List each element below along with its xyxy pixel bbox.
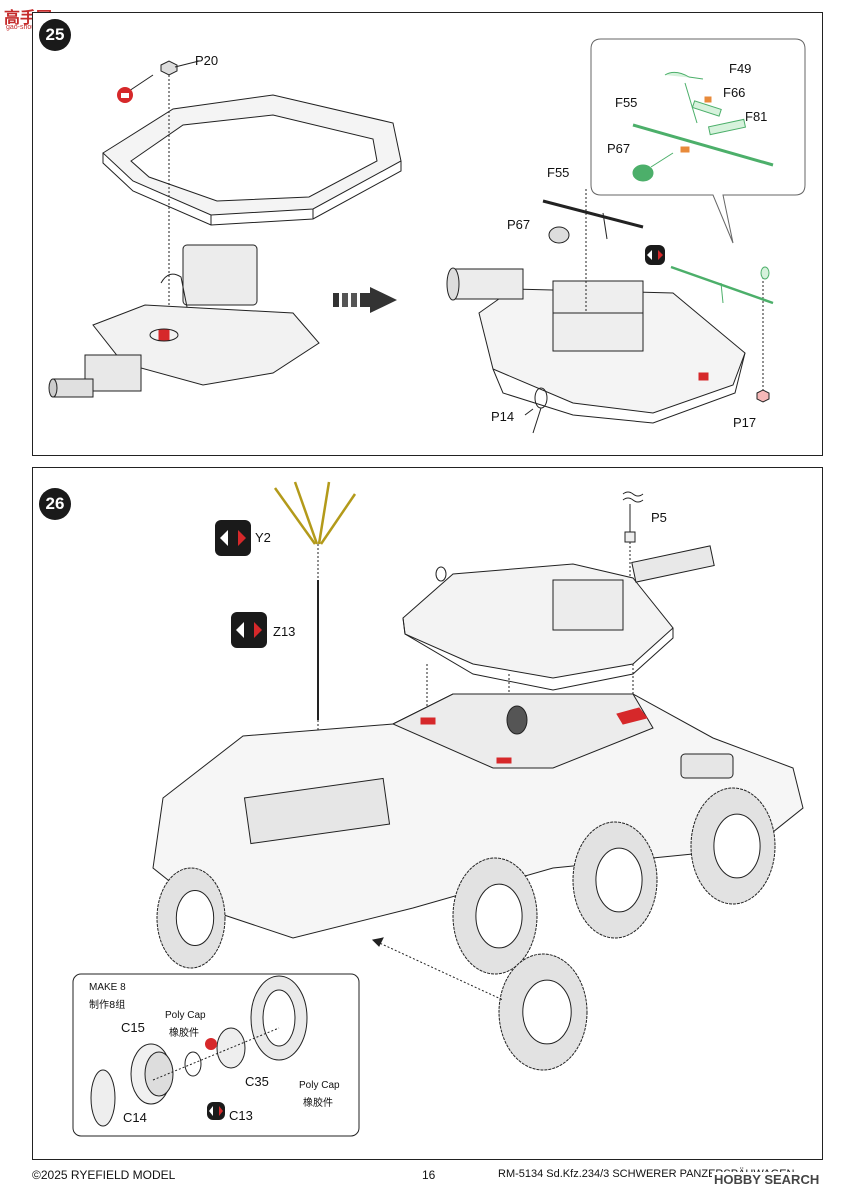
label-polycap-1-cn: 橡胶件: [169, 1028, 199, 1039]
label-p67: P67: [507, 217, 531, 232]
wheel-hub: [595, 847, 643, 913]
label-p14: P14: [491, 409, 515, 424]
label-polycap-2-en: Poly Cap: [299, 1080, 340, 1091]
footer-copyright: ©2025 RYEFIELD MODEL: [32, 1168, 176, 1182]
footer-brand-watermark: HOBBY SEARCH: [712, 1172, 822, 1187]
step-26-drawing: [72, 481, 804, 1137]
label-polycap-2-cn: 橡胶件: [303, 1098, 333, 1109]
wheel-hub: [522, 979, 572, 1045]
label-c15: C15: [121, 1020, 145, 1035]
label-p67-inset: P67: [607, 141, 631, 156]
label-p17: P17: [733, 415, 757, 430]
site-logo-url: gao-shou.com: [6, 24, 51, 31]
position-both-sides-icon: [645, 245, 665, 265]
label-p20: P20: [195, 53, 219, 68]
wheel-hub: [475, 883, 523, 949]
step-number-25: 25: [39, 19, 71, 51]
position-both-sides-icon: [207, 1102, 225, 1120]
step-number-26: 26: [39, 488, 71, 520]
label-y2: Y2: [255, 530, 271, 545]
glue-icon: [205, 1038, 217, 1050]
label-c14: C14: [123, 1110, 147, 1125]
position-both-sides-icon: [215, 520, 251, 556]
label-f81: F81: [745, 109, 768, 124]
wheel-hub: [713, 813, 761, 879]
label-p5: P5: [651, 510, 667, 525]
position-both-sides-icon: [231, 612, 267, 648]
label-c35: C35: [245, 1074, 269, 1089]
label-polycap-1-en: Poly Cap: [165, 1010, 206, 1021]
label-f49: F49: [729, 61, 752, 76]
label-c13: C13: [229, 1108, 253, 1123]
step-25-drawing: [48, 38, 806, 434]
label-z13: Z13: [273, 624, 296, 639]
inset-title-cn: 制作8组: [89, 1000, 126, 1011]
label-f66: F66: [723, 85, 746, 100]
wheel-hub: [175, 890, 215, 946]
footer-page-number: 16: [422, 1168, 436, 1182]
step-25-panel: 25: [32, 12, 823, 456]
step-26-panel: 26: [32, 467, 823, 1160]
inset-title-en: MAKE 8: [89, 982, 126, 993]
label-f55: F55: [547, 165, 570, 180]
glue-icon: [117, 87, 133, 103]
label-f55-inset: F55: [615, 95, 638, 110]
